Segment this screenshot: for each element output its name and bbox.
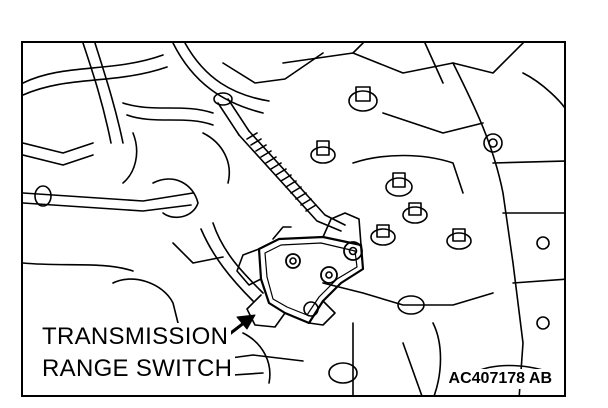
callout-label-transmission: TRANSMISSION [40, 323, 232, 349]
figure-id: AC407178 AB [446, 369, 554, 389]
engine-bay-line-drawing [23, 43, 564, 395]
transmission-case [282, 43, 564, 395]
illustration-frame: TRANSMISSION RANGE SWITCH AC407178 AB [21, 41, 566, 397]
mounting-bolts [310, 86, 472, 384]
transmission-range-switch-drawing [236, 212, 365, 328]
hoses [23, 43, 324, 302]
shift-cable [213, 92, 346, 232]
callout-label-range-switch: RANGE SWITCH [40, 356, 236, 383]
